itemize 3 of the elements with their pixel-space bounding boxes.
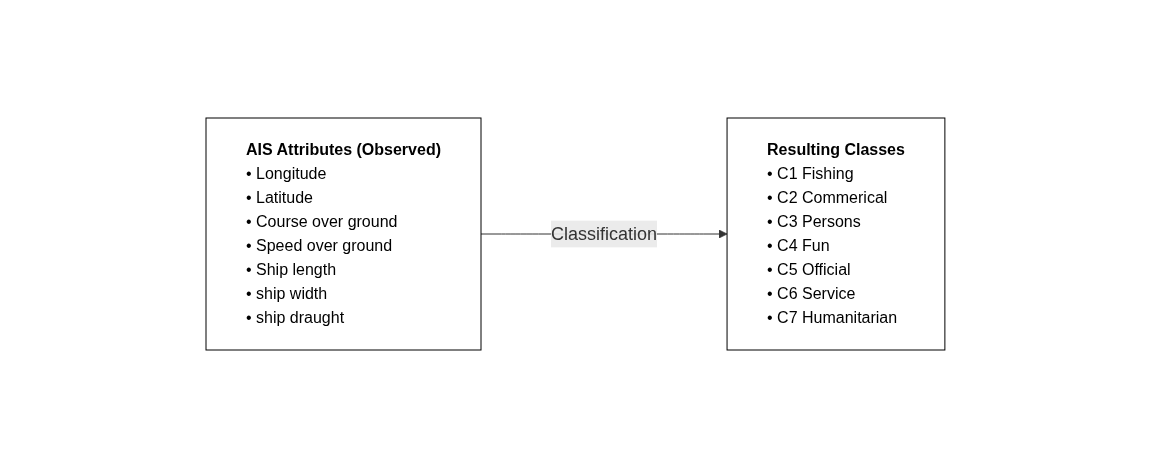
edge-label: Classification (551, 223, 658, 244)
node-box: Resulting Classes • C1 Fishing • C2 Commerical • C3 Persons • C4 Fun • C5 Official • C6 Service • C7 Humanitarian (726, 117, 946, 351)
node-box: AIS Attributes (Observed) • Longitude • Latitude • Course over ground • Speed over ground • Ship length • ship width • ship draught (205, 117, 482, 351)
